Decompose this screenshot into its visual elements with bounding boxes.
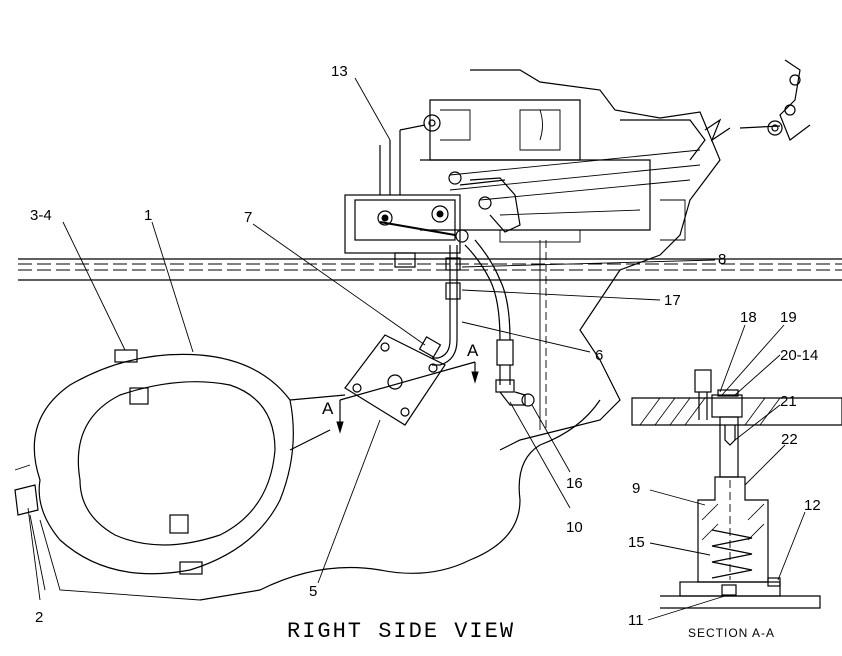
callout-16: 16	[566, 475, 583, 492]
callout-21: 21	[780, 393, 797, 410]
mounting-plate	[336, 334, 479, 434]
frame-rails	[18, 258, 842, 281]
callout-11: 11	[628, 612, 644, 629]
main-housing	[14, 349, 346, 601]
callout-19: 19	[780, 309, 797, 326]
callout-1: 1	[144, 207, 152, 224]
callout-13: 13	[331, 63, 348, 80]
section-marker-a-right: A	[467, 341, 479, 360]
section-a-a-inset	[631, 324, 842, 621]
actuator-block	[344, 114, 521, 268]
callout-9: 9	[632, 480, 640, 497]
callout-2: 2	[35, 609, 43, 626]
callout-8: 8	[718, 251, 726, 268]
fuel-lines	[432, 239, 535, 407]
callout-7: 7	[244, 209, 252, 226]
leader-lines	[27, 77, 716, 601]
section-marker-a-left: A	[322, 399, 334, 418]
callout-6: 6	[595, 347, 603, 364]
callout-17: 17	[664, 292, 681, 309]
callout-18: 18	[740, 309, 757, 326]
callout-10: 10	[566, 519, 583, 536]
view-title: RIGHT SIDE VIEW	[287, 619, 515, 644]
section-title: SECTION A-A	[688, 626, 775, 640]
callout-3-4: 3-4	[30, 207, 52, 224]
callout-20-14: 20-14	[780, 347, 818, 364]
linkage-top-right	[704, 59, 811, 142]
ground-outline	[14, 399, 601, 601]
engine-outline	[420, 69, 721, 451]
callout-12: 12	[804, 497, 821, 514]
callout-22: 22	[781, 431, 798, 448]
callout-5: 5	[309, 583, 317, 600]
callout-15: 15	[628, 534, 645, 551]
